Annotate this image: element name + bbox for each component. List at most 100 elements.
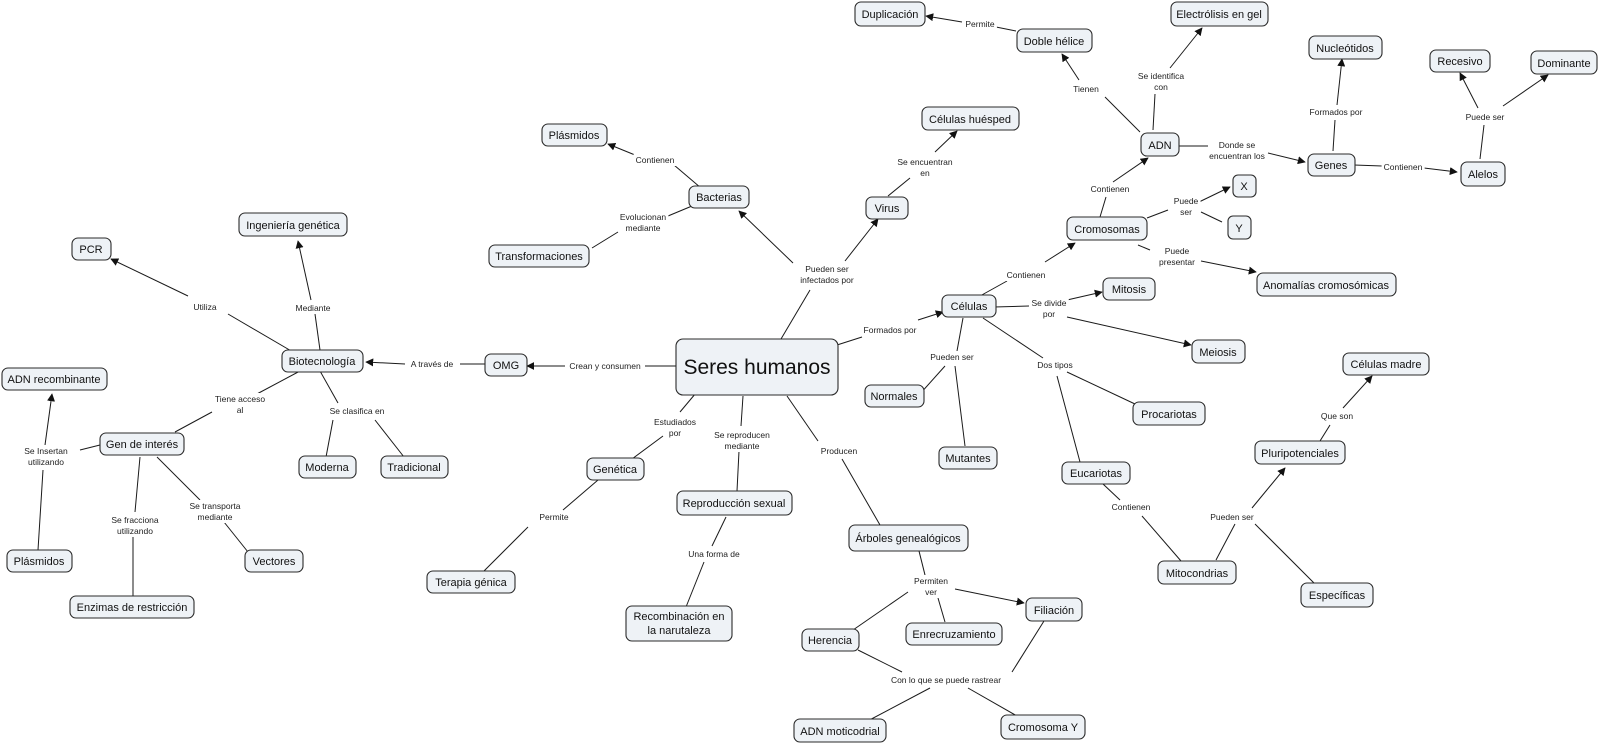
label-seencuentran-2: en xyxy=(920,168,930,178)
concept-reproduccion-sexual[interactable]: Reproducción sexual xyxy=(676,490,793,516)
concept-label: Bacterias xyxy=(696,192,742,204)
label-identifica-1: Se identifica xyxy=(1138,71,1185,81)
label-setrans-2: mediante xyxy=(198,512,233,522)
concept-dominante[interactable]: Dominante xyxy=(1530,50,1598,75)
link-label-background xyxy=(109,514,161,526)
concept-label: ADN xyxy=(1148,140,1171,152)
concept-doble-helice[interactable]: Doble hélice xyxy=(1016,28,1093,53)
link-label-background xyxy=(722,440,762,452)
concept-procariotas[interactable]: Procariotas xyxy=(1132,401,1206,426)
concept-adn-recombinante[interactable]: ADN recombinante xyxy=(1,367,108,391)
concept-virus[interactable]: Virus xyxy=(865,196,909,220)
concept-y[interactable]: Y xyxy=(1227,215,1252,240)
concept-cromosoma-y[interactable]: Cromosoma Y xyxy=(1000,714,1086,740)
concept-tradicional[interactable]: Tradicional xyxy=(380,455,449,479)
link-label-background xyxy=(212,393,268,405)
concept-seres-humanos[interactable]: Seres humanos xyxy=(675,338,839,396)
label-formados-n: Formados por xyxy=(1310,107,1363,117)
concept-recesivo[interactable]: Recesivo xyxy=(1429,49,1491,73)
link-contienen-mitocondrias xyxy=(1141,515,1182,562)
concept-eucariotas[interactable]: Eucariotas xyxy=(1061,461,1131,485)
concept-celulas-madre[interactable]: Células madre xyxy=(1342,352,1430,376)
link-celulas-contienen xyxy=(979,280,1008,297)
concept-genetica[interactable]: Genética xyxy=(586,457,645,481)
label-contienen-cr: Contienen xyxy=(1091,184,1130,194)
concept-label: Cromosoma Y xyxy=(1008,722,1079,734)
link-puedeser-dominante xyxy=(1502,74,1549,107)
concept-especificas[interactable]: Específicas xyxy=(1300,582,1374,608)
concept-electrolisis[interactable]: Electrólisis en gel xyxy=(1170,1,1269,27)
link-adn-identifica xyxy=(1152,93,1156,131)
concept-celulas-huesped[interactable]: Células huésped xyxy=(921,106,1020,131)
link-setrans-vectores xyxy=(223,521,249,553)
label-sereprod-1: Se reproducen xyxy=(714,430,770,440)
concept-cromosomas[interactable]: Cromosomas xyxy=(1066,216,1148,241)
concept-bacterias[interactable]: Bacterias xyxy=(688,185,750,209)
concept-label: Filiación xyxy=(1034,605,1074,617)
link-label-background xyxy=(1162,245,1192,257)
label-permiten-1: Permiten xyxy=(914,576,948,586)
label-puedepres-1: Puede xyxy=(1165,246,1190,256)
concept-label: Árboles genealógicos xyxy=(855,532,961,545)
link-puedenser-mutantes xyxy=(954,365,966,447)
concept-pluripotenciales[interactable]: Pluripotenciales xyxy=(1254,440,1346,465)
concept-celulas[interactable]: Células xyxy=(941,294,997,318)
concept-x[interactable]: X xyxy=(1232,174,1257,198)
concept-plasmidos-left[interactable]: Plásmidos xyxy=(6,549,73,573)
label-crean: Crean y consumen xyxy=(569,361,641,371)
concept-label: Recesivo xyxy=(1437,56,1482,68)
concept-herencia[interactable]: Herencia xyxy=(801,628,860,652)
link-label-background xyxy=(1318,410,1356,422)
concept-label: Dominante xyxy=(1537,58,1590,70)
concept-mutantes[interactable]: Mutantes xyxy=(938,446,998,470)
concept-biotecnologia[interactable]: Biotecnología xyxy=(281,349,364,373)
concept-pcr[interactable]: PCR xyxy=(71,237,112,261)
link-label-background xyxy=(1004,269,1048,281)
concept-mitocondrias[interactable]: Mitocondrias xyxy=(1157,560,1237,585)
concept-filiacion[interactable]: Filiación xyxy=(1025,597,1083,622)
concept-duplicacion[interactable]: Duplicación xyxy=(854,1,926,27)
concept-terapia-genica[interactable]: Terapia génica xyxy=(426,570,516,594)
link-identifica-electro xyxy=(1169,27,1203,69)
concept-meiosis[interactable]: Meiosis xyxy=(1191,339,1246,364)
link-label-background xyxy=(1208,511,1256,523)
concept-vectores[interactable]: Vectores xyxy=(244,549,304,573)
link-label-background xyxy=(617,211,669,223)
label-producen: Producen xyxy=(821,446,858,456)
link-genetica-permite xyxy=(562,479,599,511)
concept-adn[interactable]: ADN xyxy=(1140,132,1180,157)
link-label-background xyxy=(1381,161,1425,173)
link-herencia-rastrear xyxy=(857,649,903,673)
link-gen-sefrac xyxy=(134,456,141,513)
link-label-background xyxy=(1040,308,1058,320)
label-sedivide-2: por xyxy=(1043,309,1055,319)
concept-label: Recombinación en xyxy=(633,611,724,623)
concept-ingenieria-genetica[interactable]: Ingeniería genética xyxy=(238,212,348,237)
concept-nucleotidos[interactable]: Nucleótidos xyxy=(1308,35,1383,60)
concept-normales[interactable]: Normales xyxy=(864,384,925,408)
label-puedeser-1: Puede xyxy=(1174,196,1199,206)
concept-mitosis[interactable]: Mitosis xyxy=(1102,277,1156,301)
concept-plasmidos-bacterias[interactable]: Plásmidos xyxy=(541,123,608,147)
concept-arboles-genealogicos[interactable]: Árboles genealógicos xyxy=(848,524,969,552)
concept-label: ADN moticodrial xyxy=(800,726,879,738)
concept-transformaciones[interactable]: Transformaciones xyxy=(488,244,590,268)
concept-genes[interactable]: Genes xyxy=(1307,153,1356,177)
label-seencuentran-1: Se encuentran xyxy=(897,157,953,167)
link-clasifica-moderna xyxy=(325,419,334,458)
concept-enrecruzamiento[interactable]: Enrecruzamiento xyxy=(905,622,1003,646)
concept-gen-de-interes[interactable]: Gen de interés xyxy=(99,432,185,456)
link-contienen-cromosomas xyxy=(1044,242,1076,263)
label-contienen-c: Contienen xyxy=(1007,270,1046,280)
label-sefrac-1: Se fracciona xyxy=(111,515,159,525)
concept-label: Ingeniería genética xyxy=(246,220,340,232)
link-puedeser-recesivo xyxy=(1459,72,1479,109)
concept-moderna[interactable]: Moderna xyxy=(298,455,357,479)
concept-anomalias[interactable]: Anomalías cromosómicas xyxy=(1256,272,1397,297)
concept-enzimas[interactable]: Enzimas de restricción xyxy=(69,595,195,619)
concept-alelos[interactable]: Alelos xyxy=(1460,161,1506,187)
concept-adn-moticodrial[interactable]: ADN moticodrial xyxy=(793,718,887,743)
link-alelos-puedeser xyxy=(1479,124,1485,160)
concept-omg[interactable]: OMG xyxy=(484,353,528,377)
